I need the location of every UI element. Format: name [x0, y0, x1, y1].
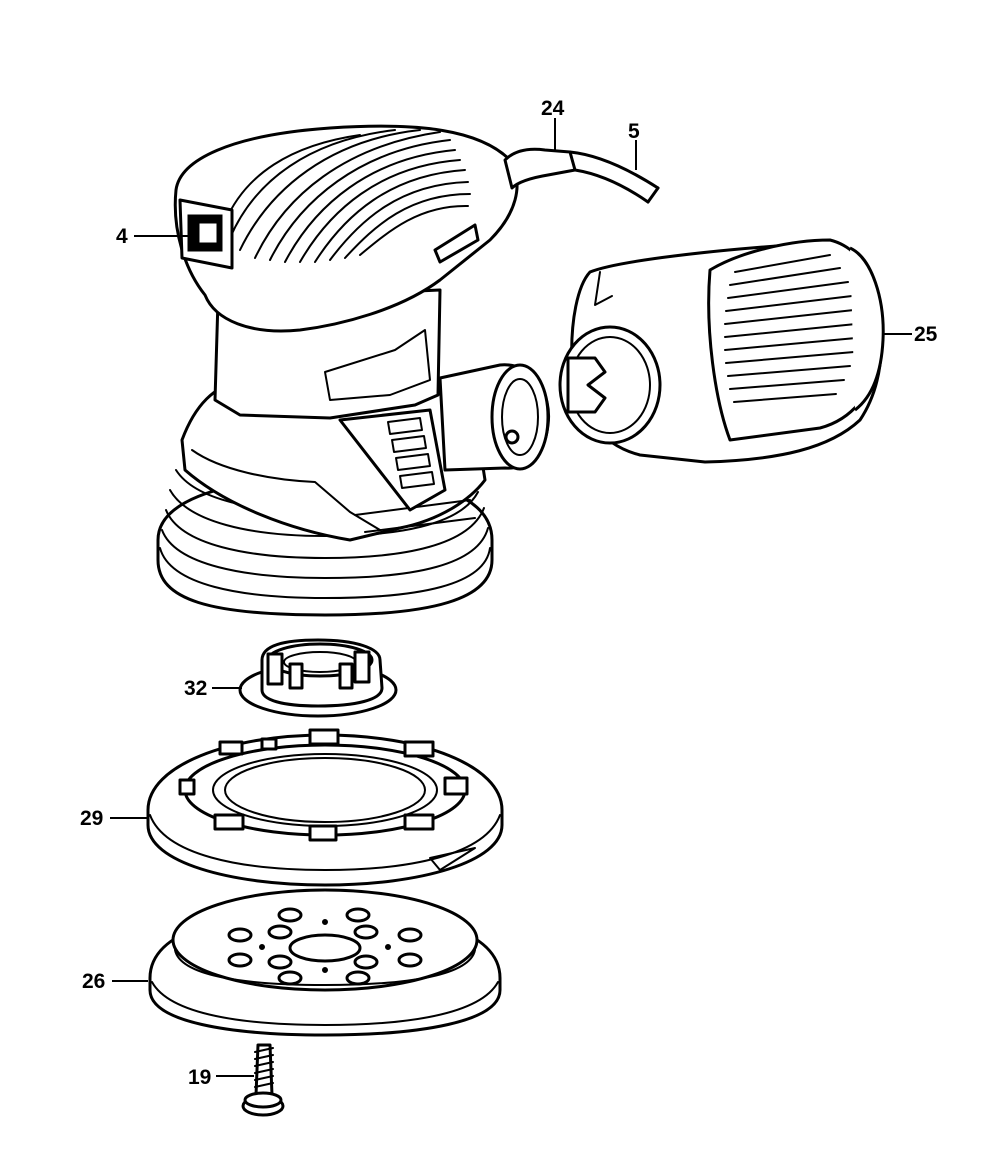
pad-screw — [241, 1043, 285, 1117]
leader-lines — [110, 118, 912, 1077]
power-cord — [503, 147, 660, 204]
sanding-disc — [148, 888, 502, 1037]
callout-29: 29 — [80, 807, 103, 830]
dust-canister — [558, 238, 885, 464]
callout-26: 26 — [82, 970, 105, 993]
callout-32: 32 — [184, 677, 207, 700]
callout-4: 4 — [116, 225, 128, 248]
sander-body — [156, 124, 551, 617]
retainer-ring — [238, 638, 398, 718]
callout-24: 24 — [541, 97, 565, 120]
callout-25: 25 — [914, 323, 938, 346]
callout-labels: 4 5 19 24 25 26 29 32 — [80, 97, 938, 1089]
backing-pad — [146, 728, 504, 887]
callout-19: 19 — [188, 1066, 211, 1089]
callout-5: 5 — [628, 120, 640, 143]
